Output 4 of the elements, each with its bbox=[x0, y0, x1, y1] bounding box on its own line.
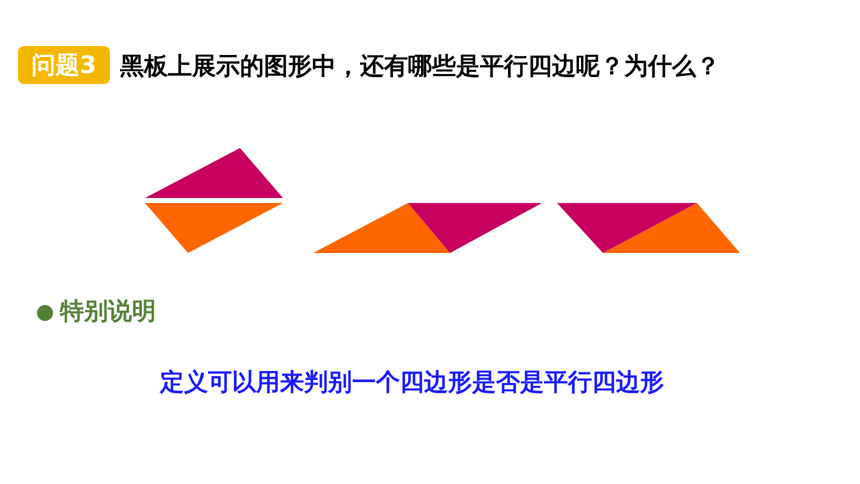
question-badge: 问题3 bbox=[18, 46, 110, 84]
definition-text: 定义可以用来判别一个四边形是否是平行四边形 bbox=[160, 368, 664, 397]
section-heading: 特别说明 bbox=[60, 297, 156, 326]
question-text: 黑板上展示的图形中，还有哪些是平行四边呢？为什么？ bbox=[120, 52, 720, 81]
